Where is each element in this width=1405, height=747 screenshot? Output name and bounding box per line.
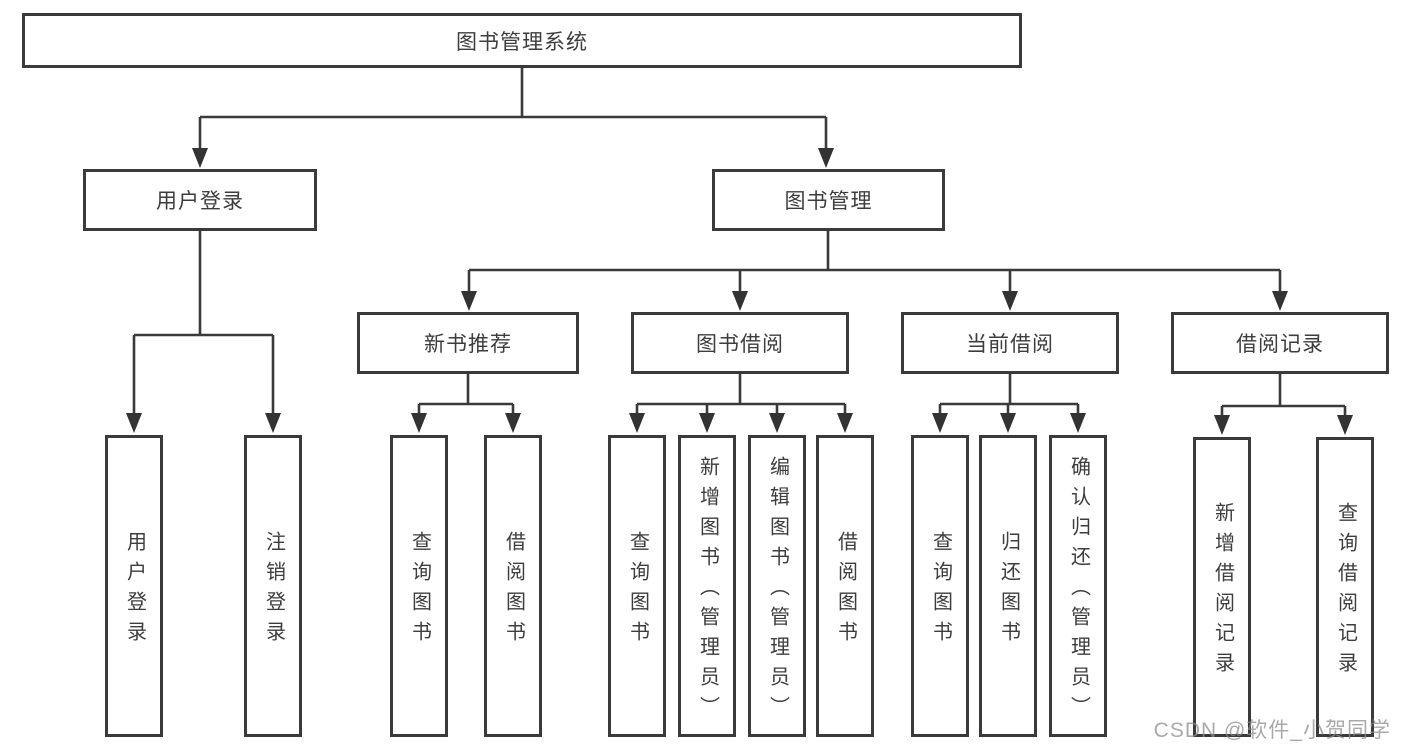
connector-bookmgmt-to-level3 [467,230,1282,293]
arrow-down-icon [505,413,521,433]
csdn-watermark: CSDN @软件_小贺同学 [1153,719,1391,742]
arrow-down-icon [126,413,142,433]
node-book-management-label: 图书管理 [784,190,873,213]
leaf-logout: 注销登录 [244,435,302,737]
node-root: 图书管理系统 [22,13,1022,68]
arrow-down-icon [837,413,853,433]
leaf-user-login-label: 用户登录 [123,531,146,651]
node-borrow-records-label: 借阅记录 [1236,333,1324,356]
arrow-down-icon [411,413,427,433]
leaf-query-borrow-record: 查询借阅记录 [1316,437,1374,737]
arrow-down-icon [932,413,948,433]
connector-line [132,230,275,415]
arrowheads [126,148,1353,435]
arrow-down-icon [1070,413,1086,433]
node-borrow-records: 借阅记录 [1171,312,1389,374]
leaf-borrow-books-borrow: 借阅图书 [816,435,874,737]
connector-records-to-leaves [1220,372,1347,417]
leaf-query-borrow-record-label: 查询借阅记录 [1334,502,1357,682]
node-user-login-label: 用户登录 [156,190,244,213]
node-current-borrow: 当前借阅 [901,312,1119,374]
arrow-down-icon [818,148,834,168]
leaf-add-borrow-record-label: 新增借阅记录 [1211,502,1234,682]
leaf-borrow-books-recommend-label: 借阅图书 [502,531,525,651]
connector-root-to-level2 [198,66,828,150]
arrow-down-icon [461,291,477,311]
arrow-down-icon [732,291,748,311]
node-root-label: 图书管理系统 [456,30,588,54]
arrow-down-icon [192,148,208,168]
leaf-return-books-label: 归还图书 [997,531,1020,651]
arrow-down-icon [1337,415,1353,435]
connector-line [467,230,1282,293]
arrow-down-icon [1000,413,1016,433]
node-current-borrow-label: 当前借阅 [966,333,1054,356]
leaf-user-login: 用户登录 [105,435,163,737]
node-book-borrow-label: 图书借阅 [696,333,784,356]
arrow-down-icon [769,413,785,433]
connector-line [938,372,1080,415]
leaf-return-books: 归还图书 [979,435,1037,737]
node-book-borrow: 图书借阅 [631,312,849,374]
leaf-edit-books-admin-label: 编辑图书（管理员） [766,456,789,726]
node-book-management: 图书管理 [712,169,945,231]
arrow-down-icon [699,413,715,433]
arrow-down-icon [1214,415,1230,435]
leaf-logout-label: 注销登录 [262,531,285,651]
leaf-query-books-borrow-label: 查询图书 [626,531,649,651]
connector-newbook-to-leaves [417,372,515,415]
node-new-book-recommend: 新书推荐 [357,312,579,374]
connector-line [417,372,515,415]
connector-line [635,372,847,415]
connector-userlogin-to-leaves [132,230,275,415]
leaf-confirm-return-admin-label: 确认归还（管理员） [1067,456,1090,726]
leaf-query-books-recommend: 查询图书 [390,435,448,737]
node-user-login: 用户登录 [83,169,317,231]
leaf-confirm-return-admin: 确认归还（管理员） [1049,435,1107,737]
leaf-add-borrow-record: 新增借阅记录 [1193,437,1251,737]
leaf-edit-books-admin: 编辑图书（管理员） [748,435,806,737]
leaf-borrow-books-recommend: 借阅图书 [484,435,542,737]
arrow-down-icon [1272,291,1288,311]
arrow-down-icon [629,413,645,433]
leaf-query-books-current: 查询图书 [911,435,969,737]
leaf-query-books-recommend-label: 查询图书 [408,531,431,651]
leaf-query-books-current-label: 查询图书 [929,531,952,651]
connector-line [1220,372,1347,417]
leaf-add-books-admin: 新增图书（管理员） [678,435,736,737]
leaf-query-books-borrow: 查询图书 [608,435,666,737]
arrow-down-icon [1002,291,1018,311]
connector-line [198,66,828,150]
arrow-down-icon [265,413,281,433]
node-new-book-recommend-label: 新书推荐 [424,333,512,356]
connector-currentborrow-to-leaves [938,372,1080,415]
leaf-borrow-books-borrow-label: 借阅图书 [834,531,857,651]
leaf-add-books-admin-label: 新增图书（管理员） [696,456,719,726]
connector-bookborrow-to-leaves [635,372,847,415]
